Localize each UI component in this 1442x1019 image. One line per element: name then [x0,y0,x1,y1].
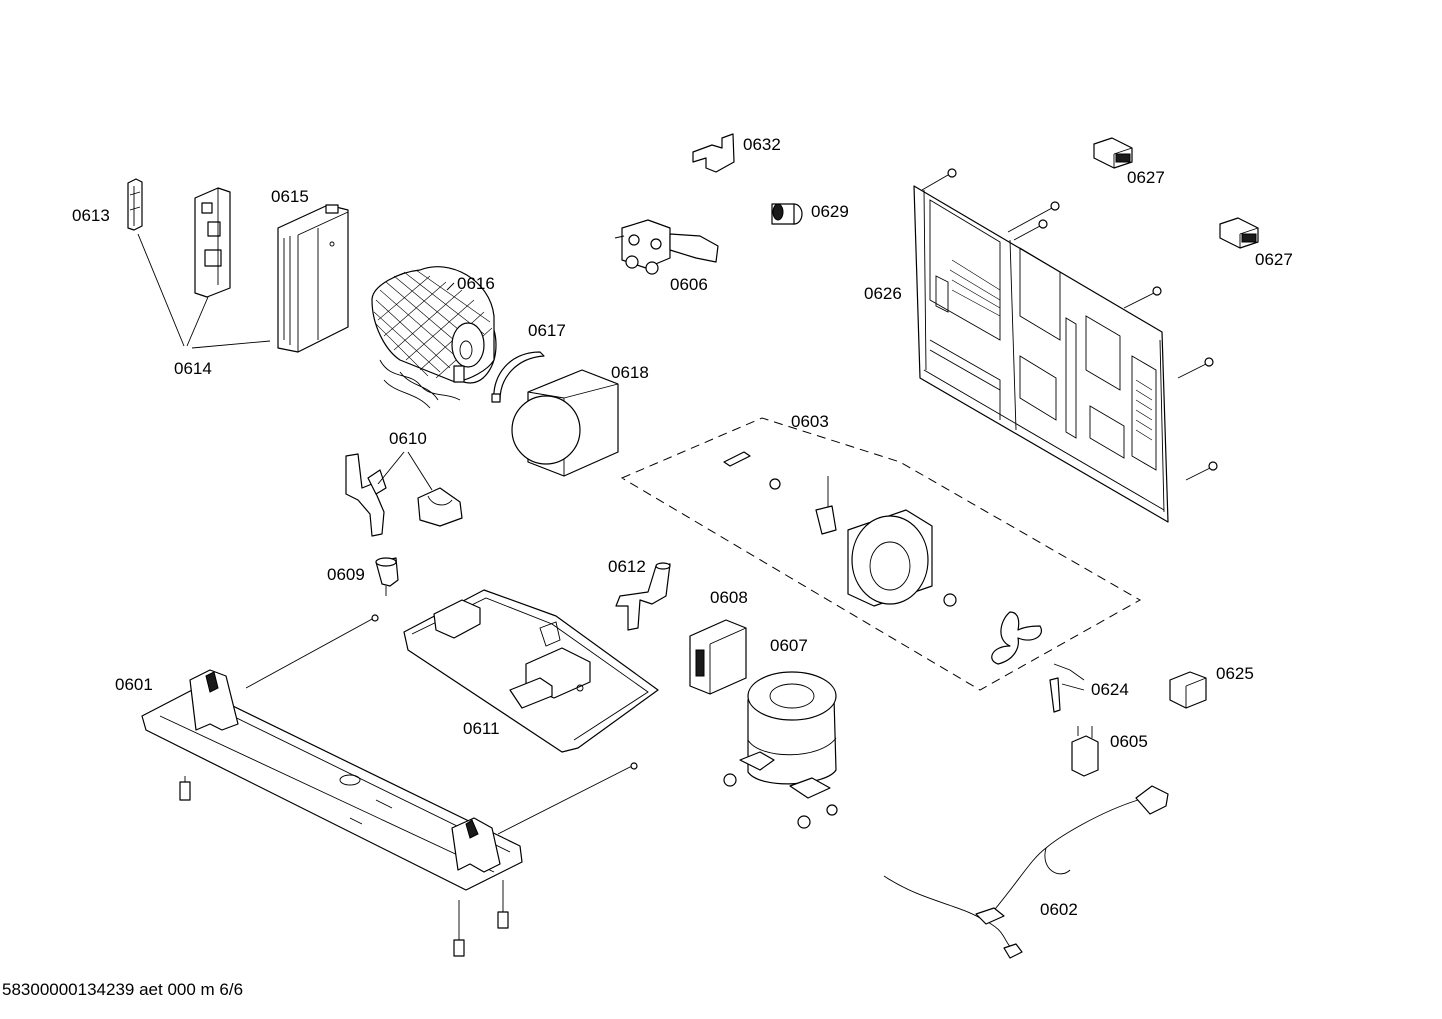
label-0611: 0611 [463,719,500,738]
drawing-reference-footer: 58300000134239 aet 000 m 6/6 [2,980,244,999]
label-0612: 0612 [608,557,646,576]
leader-0614 [137,233,271,349]
part-0626-back-panel [913,185,1169,523]
label-0627a: 0627 [1127,168,1165,187]
label-0625: 0625 [1216,664,1254,683]
group-0603-fan-assembly [620,417,1142,691]
part-0618-shroud [511,369,619,477]
part-0624-sensor [1049,663,1085,713]
part-0629-fitting [771,203,803,225]
label-0610: 0610 [389,429,427,448]
label-0624: 0624 [1091,680,1129,699]
label-0632: 0632 [743,135,781,154]
part-0617-clip [491,351,545,403]
label-0617: 0617 [528,321,566,340]
part-0613-strip [127,178,143,231]
label-0606: 0606 [670,275,708,294]
part-0627-clip-b [1219,217,1259,249]
part-0632-bracket [692,133,735,173]
label-0627b: 0627 [1255,250,1293,269]
label-0616: 0616 [457,274,495,293]
part-0609-cup [375,557,399,596]
label-0605: 0605 [1110,732,1148,751]
label-0601: 0601 [115,675,153,694]
part-0611-tray [403,589,659,753]
label-0609: 0609 [327,565,365,584]
label-0629: 0629 [811,202,849,221]
part-0625-relay [1169,671,1207,709]
label-0613: 0613 [72,206,110,225]
label-0607: 0607 [770,636,808,655]
part-0607-compressor [723,671,838,829]
label-0618: 0618 [611,363,649,382]
part-0605-start-relay [1071,726,1099,777]
label-0615: 0615 [271,187,309,206]
part-0601-base-frame [141,614,638,891]
label-0614: 0614 [174,359,212,378]
label-0603: 0603 [791,412,829,431]
part-0608-relay [689,619,747,695]
screws-0626 [921,168,1218,481]
part-0615-housing [277,204,349,353]
part-0614-board [194,187,231,298]
label-0608: 0608 [710,588,748,607]
part-0627-clip-a [1093,137,1133,169]
part-0616-evaporator-coil [371,266,497,409]
part-0606-valve [614,219,719,275]
label-0602: 0602 [1040,900,1078,919]
part-labels: 0613 0615 0614 0616 0617 0618 0632 0629 … [72,135,1293,919]
part-0610-drain [345,451,463,537]
part-0602-power-cord [883,785,1169,959]
screws-0601 [179,776,509,957]
part-0612-tube [615,562,671,631]
label-0626: 0626 [864,284,902,303]
